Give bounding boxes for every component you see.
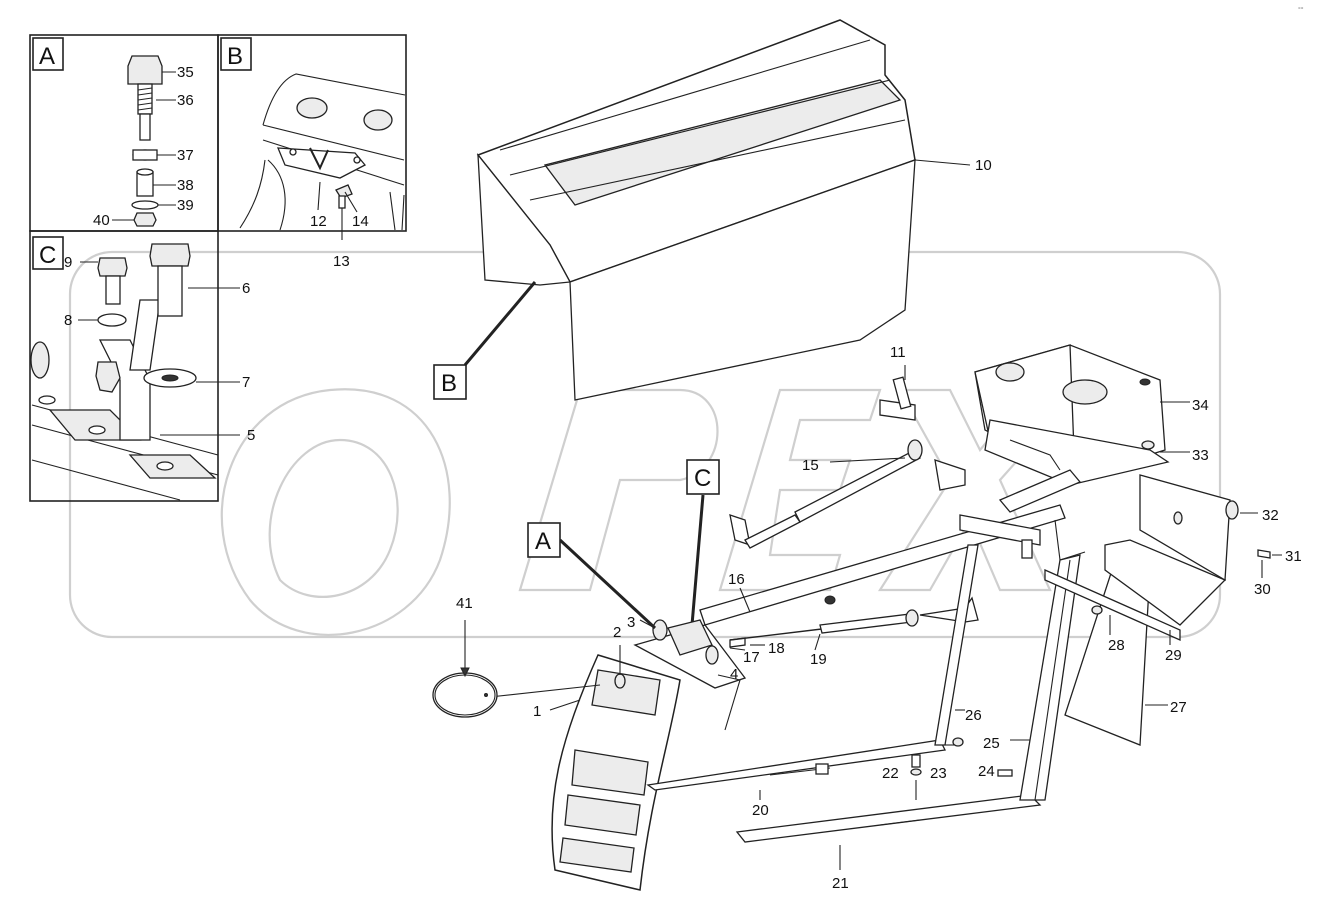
mudguard-part: 1 2 bbox=[489, 624, 681, 891]
label-38: 38 bbox=[177, 177, 194, 194]
label-27: 27 bbox=[1170, 699, 1187, 716]
label-12: 12 bbox=[310, 213, 327, 230]
hinge-part: 11 bbox=[879, 344, 916, 421]
side-frame-part: 26 bbox=[934, 544, 982, 747]
gas-strut-part: 15 bbox=[729, 439, 966, 549]
inset-c-letter: C bbox=[39, 242, 56, 269]
label-18: 18 bbox=[768, 640, 785, 657]
label-40: 40 bbox=[93, 212, 110, 229]
label-41: 41 bbox=[456, 595, 473, 612]
label-39: 39 bbox=[177, 197, 194, 214]
callout-b-letter: B bbox=[441, 370, 457, 397]
label-17: 17 bbox=[743, 649, 760, 666]
hood-cover-part: 10 bbox=[476, 19, 992, 401]
box-bracket-part: 33 bbox=[984, 419, 1209, 486]
back-plate-part: 32 bbox=[1139, 474, 1279, 582]
deflector-part: 29 bbox=[1104, 539, 1227, 664]
fastener-22-23: 22 23 bbox=[882, 754, 947, 800]
bolt-large-part bbox=[149, 243, 191, 267]
inset-b-letter: B bbox=[227, 43, 243, 70]
label-8: 8 bbox=[64, 312, 72, 329]
rear-frame-part: 25 bbox=[983, 554, 1081, 801]
nut-part bbox=[133, 212, 157, 227]
screw-30-31: 30 31 bbox=[1254, 548, 1302, 598]
label-14: 14 bbox=[352, 213, 369, 230]
label-30: 30 bbox=[1254, 581, 1271, 598]
label-32: 32 bbox=[1262, 507, 1279, 524]
step-panel-part: 21 bbox=[735, 794, 1042, 892]
label-34: 34 bbox=[1192, 397, 1209, 414]
support-frame-part: 16 bbox=[699, 469, 1086, 626]
label-35: 35 bbox=[177, 64, 194, 81]
callout-a: A bbox=[527, 522, 657, 630]
label-6: 6 bbox=[242, 280, 250, 297]
label-11: 11 bbox=[890, 344, 906, 361]
label-7: 7 bbox=[242, 374, 250, 391]
label-24: 24 bbox=[978, 763, 995, 780]
label-33: 33 bbox=[1192, 447, 1209, 464]
callout-c-letter: C bbox=[694, 465, 711, 492]
round-plate-part: 41 bbox=[432, 595, 498, 718]
washer-c-part bbox=[97, 313, 127, 327]
label-22: 22 bbox=[882, 765, 899, 782]
mount-bracket-part: 28 bbox=[1044, 568, 1181, 654]
label-29: 29 bbox=[1165, 647, 1182, 664]
label-21: 21 bbox=[832, 875, 849, 892]
label-9: 9 bbox=[64, 254, 72, 271]
label-20: 20 bbox=[752, 802, 769, 819]
label-26: 26 bbox=[965, 707, 982, 724]
callout-c: C bbox=[686, 459, 720, 626]
label-28: 28 bbox=[1108, 637, 1125, 654]
callout-b: B bbox=[433, 281, 537, 400]
label-2: 2 bbox=[613, 624, 621, 641]
label-37: 37 bbox=[177, 147, 194, 164]
callout-a-letter: A bbox=[535, 528, 551, 555]
bolt-part bbox=[97, 257, 128, 277]
label-19: 19 bbox=[810, 651, 827, 668]
label-23: 23 bbox=[930, 765, 947, 782]
label-16: 16 bbox=[728, 571, 745, 588]
label-3: 3 bbox=[627, 614, 635, 631]
rubber-cap-part bbox=[127, 55, 163, 85]
floor-panel-part: 20 bbox=[646, 739, 946, 819]
label-10: 10 bbox=[975, 157, 992, 174]
corner-mark: °° bbox=[1298, 6, 1304, 14]
label-31: 31 bbox=[1285, 548, 1302, 565]
inset-b: B 12 13 14 bbox=[217, 34, 407, 270]
label-1: 1 bbox=[533, 703, 541, 720]
label-5: 5 bbox=[247, 427, 255, 444]
label-15: 15 bbox=[802, 457, 819, 474]
label-4: 4 bbox=[730, 666, 738, 683]
washer-part bbox=[131, 200, 159, 210]
label-25: 25 bbox=[983, 735, 1000, 752]
label-13: 13 bbox=[333, 253, 350, 270]
inset-a: A 35 36 37 38 39 40 bbox=[29, 34, 219, 232]
inset-a-letter: A bbox=[39, 43, 55, 70]
label-36: 36 bbox=[177, 92, 194, 109]
inset-c: C 9 8 6 7 5 bbox=[29, 230, 255, 502]
bolt-24-part: 24 bbox=[978, 763, 1013, 780]
cable-part: 19 bbox=[729, 596, 979, 668]
